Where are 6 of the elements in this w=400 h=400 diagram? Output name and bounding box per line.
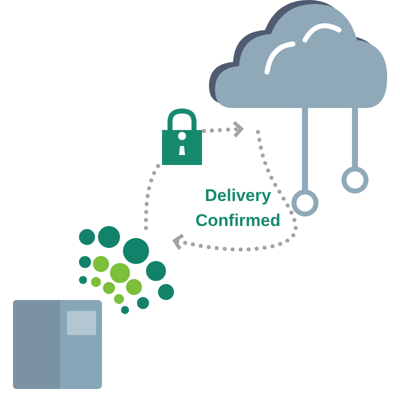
dotted-arrow	[202, 120, 244, 138]
package-drawing	[13, 300, 102, 389]
status-label: Delivery Confirmed	[194, 185, 282, 232]
dotted-arrow	[172, 130, 298, 252]
padlock-icon	[160, 108, 204, 166]
dotted-line	[144, 161, 162, 230]
